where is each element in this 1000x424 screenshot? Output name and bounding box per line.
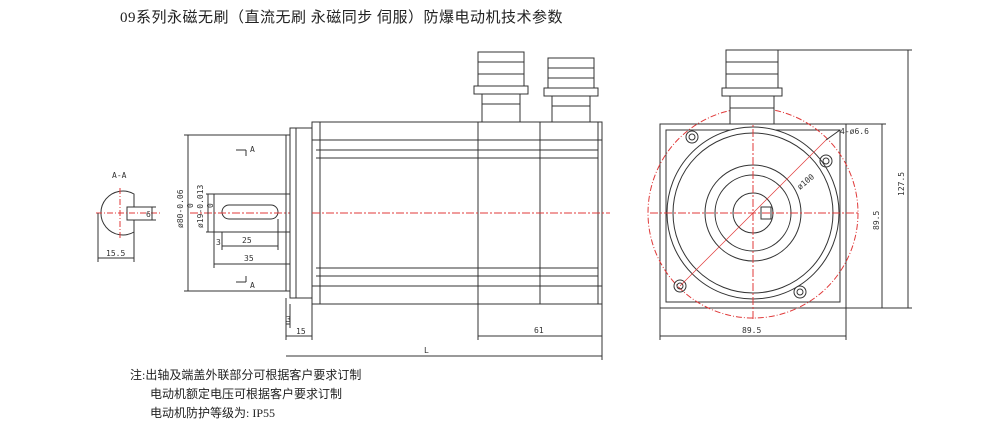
section-view: A-A 6 15.5 — [96, 171, 160, 262]
shoulder-label: 3 — [216, 238, 221, 247]
section-a-bottom: A — [250, 281, 255, 290]
front-view: 4-ø6.6 ø100 127.5 89.5 89.5 — [647, 49, 912, 340]
section-label: A-A — [112, 171, 127, 180]
page-title: 09系列永磁无刷（直流无刷 永磁同步 伺服）防爆电动机技术参数 — [120, 10, 564, 26]
flange-gap-label: 3 — [286, 315, 291, 324]
square-v-label: 89.5 — [872, 211, 881, 230]
note-3: 电动机防护等级为: IP55 — [150, 406, 276, 420]
shaft-depth-label: 15.5 — [106, 249, 125, 258]
note-2: 电动机额定电压可根据客户要求订制 — [150, 387, 343, 401]
body-len-label: L — [424, 346, 429, 355]
notes: 注:出轴及端盖外联部分可根据客户要求订制 电动机额定电压可根据客户要求订制 电动… — [130, 366, 361, 423]
shaft-len-label: 35 — [244, 254, 254, 263]
flange-thk-label: 15 — [296, 327, 306, 336]
flange-pilot-zero: 0 — [186, 203, 195, 208]
hole-dia-label: 4-ø6.6 — [840, 127, 869, 136]
height-label: 127.5 — [897, 172, 906, 196]
gland-pos-label: 61 — [534, 326, 544, 335]
key-len-label: 25 — [242, 236, 252, 245]
section-a-top: A — [250, 145, 255, 154]
square-h-label: 89.5 — [742, 326, 761, 335]
note-1: 注:出轴及端盖外联部分可根据客户要求订制 — [130, 368, 362, 382]
side-view: A A ø80-0.06 0 ø19-0.013 0 25 35 3 3 15 — [176, 51, 610, 360]
flange-pilot-label: ø80-0.06 — [176, 189, 185, 228]
key-width-label: 6 — [146, 210, 151, 219]
shaft-dia-zero: 0 — [206, 203, 215, 208]
shaft-dia-label: ø19-0.013 — [196, 184, 205, 228]
